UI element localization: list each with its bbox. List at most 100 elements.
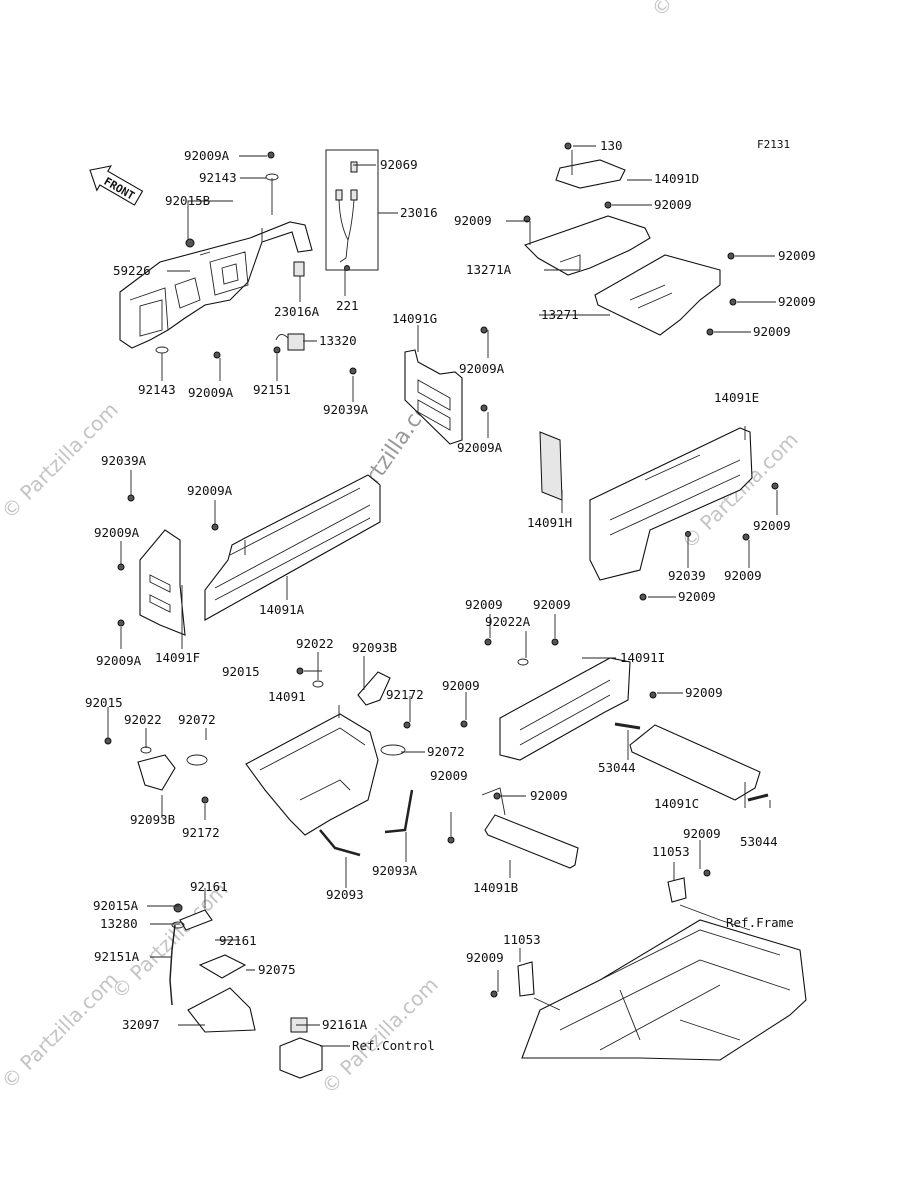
label-92009: 92009 — [530, 788, 568, 803]
label-92093: 92093 — [326, 887, 364, 902]
label-92009: 92009 — [724, 568, 762, 583]
switch-23016A — [293, 261, 305, 277]
label-92009: 92009 — [430, 768, 468, 783]
label-92009: 92009 — [465, 597, 503, 612]
label-14091D: 14091D — [654, 171, 699, 186]
rod-92093A — [384, 789, 414, 834]
label-59226: 59226 — [113, 263, 151, 278]
label-92009: 92009 — [683, 826, 721, 841]
leader-lines — [107, 145, 778, 1047]
label-92015B: 92015B — [165, 193, 210, 208]
label-92009: 92009 — [778, 294, 816, 309]
clamp-92072-right — [380, 744, 406, 756]
figure-id: F2131 — [757, 138, 790, 151]
label-92022A: 92022A — [485, 614, 531, 629]
label-221: 221 — [336, 298, 359, 313]
label-92009A: 92009A — [459, 361, 505, 376]
bracket-14091G — [404, 349, 463, 445]
label-92015: 92015 — [222, 664, 260, 679]
bracket-11053-lower — [517, 961, 535, 997]
bracket-11053 — [667, 877, 687, 903]
label-14091G: 14091G — [392, 311, 437, 326]
label-92009: 92009 — [753, 324, 791, 339]
label-ref-control: Ref.Control — [352, 1038, 435, 1053]
relay-13320 — [275, 333, 305, 351]
tray-32097 — [187, 987, 256, 1033]
watermark: © Partzilla.com — [0, 967, 123, 1093]
label-14091I: 14091I — [620, 650, 665, 665]
label-130: 130 — [600, 138, 623, 153]
label-53044: 53044 — [740, 834, 778, 849]
plate-14091D — [555, 159, 626, 189]
cable-92151A — [169, 924, 176, 1006]
label-92009A: 92009A — [94, 525, 140, 540]
label-92069: 92069 — [380, 157, 418, 172]
label-14091C: 14091C — [654, 796, 699, 811]
label-92009: 92009 — [685, 685, 723, 700]
label-13280: 13280 — [100, 916, 138, 931]
label-92075: 92075 — [258, 962, 296, 977]
rod-53044-right — [747, 793, 769, 802]
label-92015A: 92015A — [93, 898, 139, 913]
label-14091: 14091 — [268, 689, 306, 704]
label-92009: 92009 — [678, 589, 716, 604]
label-14091F: 14091F — [155, 650, 200, 665]
label-92072: 92072 — [178, 712, 216, 727]
label-23016: 23016 — [400, 205, 438, 220]
frame-reference — [521, 919, 807, 1061]
panel-14091H — [539, 431, 563, 501]
label-92009: 92009 — [442, 678, 480, 693]
fasteners — [104, 142, 779, 998]
rod-53044 — [614, 722, 641, 730]
panel-14091A — [204, 474, 381, 621]
part-92161 — [179, 909, 213, 931]
label-92093B: 92093B — [352, 640, 397, 655]
tray-14091 — [245, 713, 379, 836]
front-arrow: FRONT — [89, 165, 144, 206]
label-53044: 53044 — [598, 760, 636, 775]
label-ref-frame: Ref.Frame — [726, 915, 794, 930]
label-92143: 92143 — [199, 170, 237, 185]
label-92172: 92172 — [182, 825, 220, 840]
bracket-14091F — [139, 529, 186, 636]
part-labels: 130 14091D 92009 92009 13271A 92009 1327… — [85, 138, 816, 1053]
harness-23016 — [325, 149, 379, 271]
label-92022: 92022 — [296, 636, 334, 651]
bracket-92093B — [357, 671, 391, 706]
label-13320: 13320 — [319, 333, 357, 348]
label-92143: 92143 — [138, 382, 176, 397]
label-92039A: 92039A — [101, 453, 147, 468]
label-92161: 92161 — [219, 933, 257, 948]
clamp-92072 — [186, 754, 208, 766]
label-92022: 92022 — [124, 712, 162, 727]
label-92009: 92009 — [753, 518, 791, 533]
label-13271A: 13271A — [466, 262, 512, 277]
plate-14091C — [629, 724, 761, 801]
label-14091B: 14091B — [473, 880, 518, 895]
label-23016A: 23016A — [274, 304, 320, 319]
label-92161: 92161 — [190, 879, 228, 894]
watermark: © Partzilla.com — [317, 972, 443, 1098]
label-92151A: 92151A — [94, 949, 140, 964]
label-92039A: 92039A — [323, 402, 369, 417]
label-14091A: 14091A — [259, 602, 305, 617]
label-92009: 92009 — [454, 213, 492, 228]
label-11053: 11053 — [652, 844, 690, 859]
label-32097: 32097 — [122, 1017, 160, 1032]
panel-14091I — [499, 657, 631, 761]
label-92009: 92009 — [466, 950, 504, 965]
label-92009A: 92009A — [187, 483, 233, 498]
rod-92093 — [319, 829, 361, 857]
bracket-92093B-left — [137, 754, 176, 791]
label-92151: 92151 — [253, 382, 291, 397]
label-92093A: 92093A — [372, 863, 418, 878]
label-92009: 92009 — [654, 197, 692, 212]
panel-59226 — [119, 221, 313, 349]
battery-parts — [169, 909, 323, 1079]
label-92093B: 92093B — [130, 812, 175, 827]
label-92172: 92172 — [386, 687, 424, 702]
label-92009A: 92009A — [457, 440, 503, 455]
label-92009A: 92009A — [184, 148, 230, 163]
label-14091H: 14091H — [527, 515, 572, 530]
